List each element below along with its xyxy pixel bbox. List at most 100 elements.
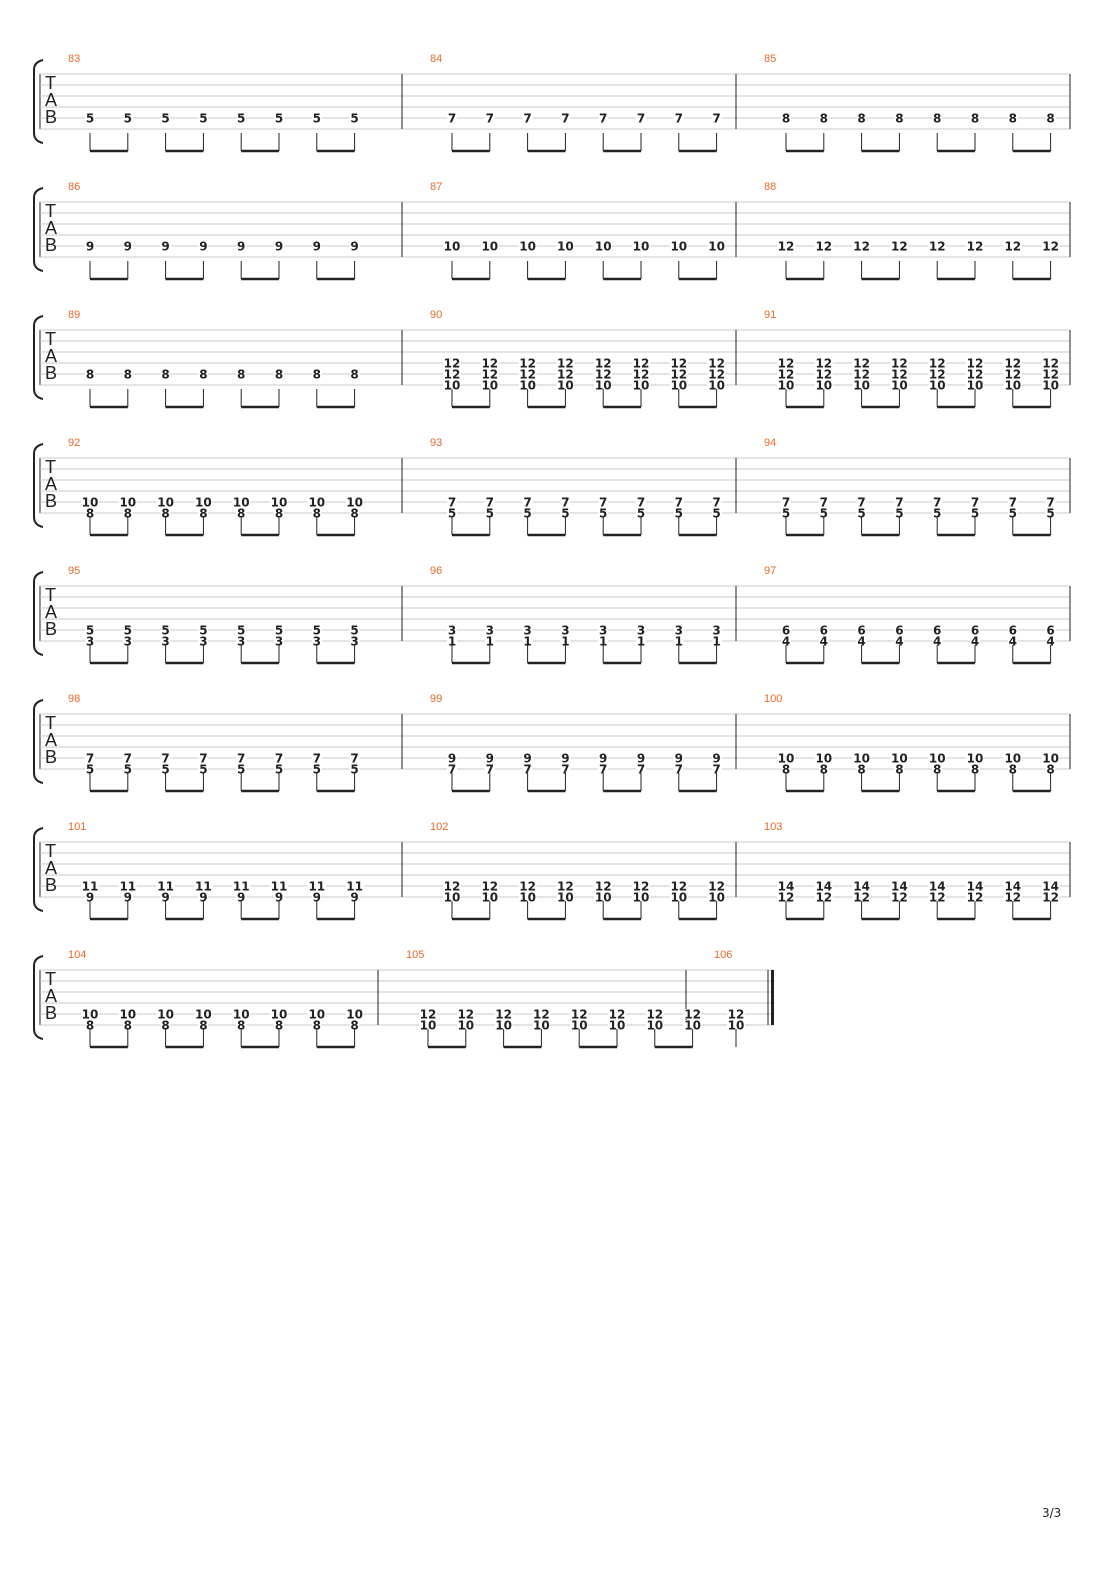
fret-number: 8 xyxy=(199,507,207,521)
fret-mask xyxy=(970,625,980,635)
tab-clef-letter: A xyxy=(45,730,57,750)
fret-number: 10 xyxy=(457,1019,474,1033)
fret-mask xyxy=(345,881,364,891)
fret-mask xyxy=(632,241,650,251)
fret-number: 6 xyxy=(933,624,941,638)
fret-mask xyxy=(932,625,943,635)
fret-mask xyxy=(673,625,684,635)
fret-number: 11 xyxy=(233,880,250,894)
fret-mask xyxy=(570,1009,589,1019)
fret-mask xyxy=(349,636,360,646)
fret-number: 7 xyxy=(486,112,494,126)
fret-mask xyxy=(307,497,326,507)
fret-mask xyxy=(236,764,247,774)
fret-mask xyxy=(85,753,95,763)
fret-mask xyxy=(932,636,943,646)
fret-number: 7 xyxy=(712,112,720,126)
fret-mask xyxy=(814,892,833,902)
fret-mask xyxy=(894,113,905,123)
fret-mask xyxy=(1007,636,1018,646)
fret-number: 10 xyxy=(82,496,99,510)
fret-mask xyxy=(781,508,791,518)
fret-mask xyxy=(608,1009,626,1019)
fret-mask xyxy=(707,892,726,902)
fret-mask xyxy=(669,369,688,379)
fret-number: 12 xyxy=(967,891,984,905)
fret-mask xyxy=(522,764,533,774)
fret-number: 10 xyxy=(633,379,650,393)
fret-mask xyxy=(814,358,833,368)
fret-number: 10 xyxy=(609,1019,626,1033)
fret-mask xyxy=(85,113,95,123)
fret-mask xyxy=(598,497,609,507)
fret-mask xyxy=(707,241,726,251)
measure-number: 92 xyxy=(68,437,80,449)
fret-mask xyxy=(194,497,213,507)
fret-number: 10 xyxy=(444,891,461,905)
fret-mask xyxy=(1041,881,1060,891)
fret-mask xyxy=(198,892,209,902)
fret-number: 4 xyxy=(971,635,979,649)
fret-number: 3 xyxy=(712,624,720,638)
fret-number: 12 xyxy=(853,357,870,371)
fret-number: 9 xyxy=(86,891,94,905)
fret-mask xyxy=(270,1009,288,1019)
tab-clef-letter: B xyxy=(45,1003,57,1023)
fret-mask xyxy=(890,358,909,368)
fret-number: 8 xyxy=(161,1019,169,1033)
fret-number: 6 xyxy=(820,624,828,638)
fret-mask xyxy=(494,1009,513,1019)
fret-number: 10 xyxy=(346,1008,363,1022)
fret-number: 10 xyxy=(233,1008,250,1022)
tab-clef-letter: A xyxy=(45,986,57,1006)
fret-number: 12 xyxy=(595,880,612,894)
fret-mask xyxy=(456,1009,475,1019)
fret-number: 8 xyxy=(86,1019,94,1033)
system-bracket xyxy=(33,699,44,784)
fret-mask xyxy=(1041,380,1060,390)
fret-number: 9 xyxy=(561,752,569,766)
fret-number: 14 xyxy=(1042,880,1059,894)
fret-number: 12 xyxy=(519,880,536,894)
fret-number: 10 xyxy=(967,752,984,766)
fret-number: 5 xyxy=(161,112,169,126)
fret-number: 9 xyxy=(86,240,94,254)
fret-number: 12 xyxy=(495,1008,512,1022)
fret-mask xyxy=(560,636,571,646)
fret-mask xyxy=(970,508,980,518)
fret-mask xyxy=(890,369,909,379)
fret-mask xyxy=(522,113,533,123)
fret-mask xyxy=(518,241,537,251)
tab-clef-letter: T xyxy=(45,585,56,605)
fret-mask xyxy=(966,241,984,251)
fret-mask xyxy=(232,881,251,891)
fret-mask xyxy=(594,892,613,902)
fret-number: 8 xyxy=(350,1019,358,1033)
measure-number: 99 xyxy=(430,693,442,705)
tab-clef-letter: A xyxy=(45,858,57,878)
fret-number: 8 xyxy=(857,112,865,126)
fret-number: 9 xyxy=(448,752,456,766)
fret-number: 11 xyxy=(271,880,288,894)
fret-mask xyxy=(818,113,829,123)
fret-mask xyxy=(270,497,288,507)
fret-mask xyxy=(560,497,571,507)
fret-mask xyxy=(966,369,984,379)
fret-mask xyxy=(122,241,133,251)
fret-mask xyxy=(274,625,284,635)
fret-number: 4 xyxy=(857,635,865,649)
fret-mask xyxy=(781,636,791,646)
tab-clef-letter: T xyxy=(45,713,56,733)
fret-mask xyxy=(932,497,943,507)
fret-number: 5 xyxy=(857,507,865,521)
fret-number: 12 xyxy=(1004,240,1021,254)
fret-mask xyxy=(1003,369,1022,379)
measure-number: 90 xyxy=(430,309,442,321)
fret-mask xyxy=(518,369,537,379)
fret-number: 8 xyxy=(1009,112,1017,126)
fret-number: 8 xyxy=(313,368,321,382)
fret-number: 10 xyxy=(891,752,908,766)
fret-mask xyxy=(966,753,984,763)
fret-number: 8 xyxy=(971,112,979,126)
fret-mask xyxy=(814,881,833,891)
